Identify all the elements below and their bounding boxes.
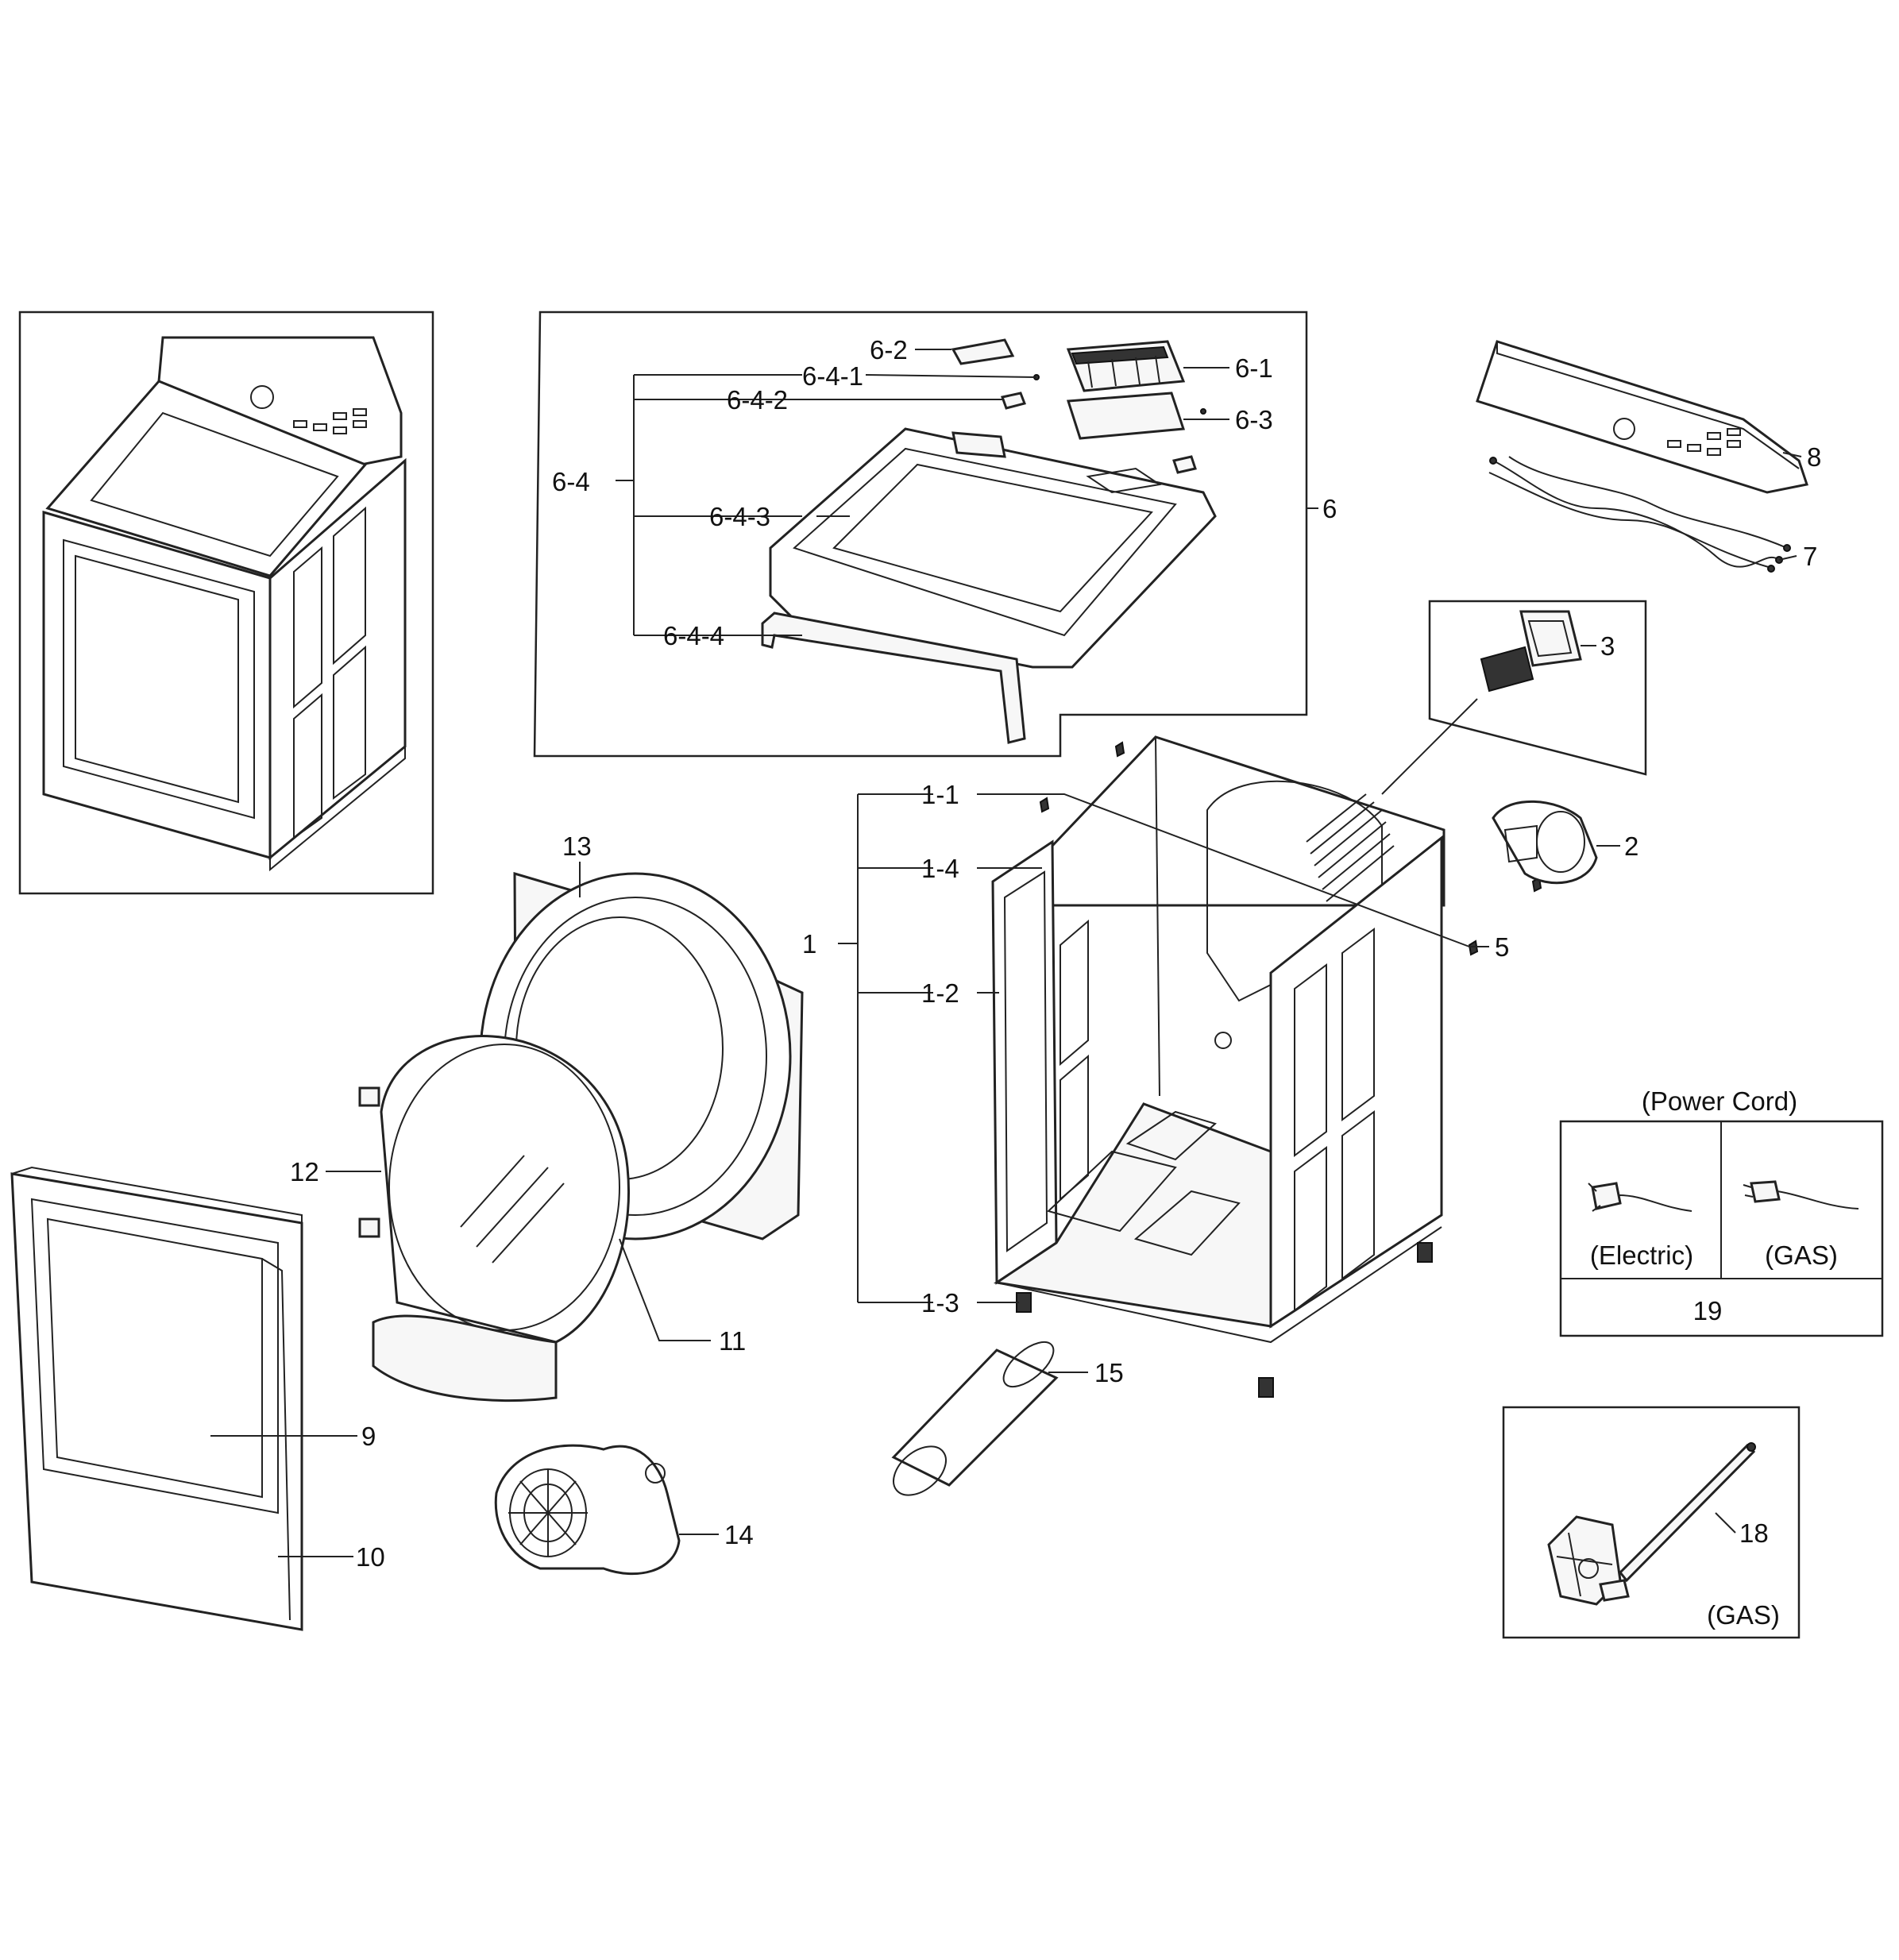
part-15-exhaust-duct <box>891 1341 1059 1496</box>
assembled-dryer-view <box>18 311 434 895</box>
part-8-control-panel <box>1476 340 1808 494</box>
part-6-4-2-hinge <box>1001 392 1027 410</box>
part-9-10-door <box>10 1166 303 1631</box>
part-18-gas-valve <box>1547 1442 1756 1606</box>
label-15: 15 <box>1094 1358 1124 1387</box>
label-10: 10 <box>356 1542 385 1572</box>
label-3: 3 <box>1600 631 1615 661</box>
label-12: 12 <box>290 1157 319 1186</box>
label-1-3: 1-3 <box>921 1288 959 1318</box>
callout-labels: 6-2 6-4-1 6-4-2 6-1 6-3 6-4 6-4-3 6 6-4-… <box>290 335 1838 1630</box>
power-cord-gas-label: (GAS) <box>1765 1240 1838 1270</box>
label-1: 1 <box>802 929 816 959</box>
part-12-front-bulkhead <box>358 1034 631 1402</box>
part-6-4-3-top-cover <box>769 427 1217 669</box>
top-cover-assembly-box <box>533 311 1308 758</box>
part-2-duct-cover <box>1492 800 1598 885</box>
label-6: 6 <box>1322 494 1337 523</box>
power-cord-title: (Power Cord) <box>1642 1086 1797 1116</box>
label-6-1: 6-1 <box>1235 353 1273 383</box>
label-13: 13 <box>562 831 592 861</box>
label-6-4-1: 6-4-1 <box>802 361 863 391</box>
part-1-cabinet <box>991 735 1542 1398</box>
part-6-2-bracket <box>951 338 1015 365</box>
part-7-wire-harness <box>1488 456 1791 573</box>
power-cord-box <box>1559 1120 1884 1337</box>
leader-lines <box>210 349 1802 1557</box>
label-14: 14 <box>724 1520 754 1549</box>
label-6-4-4: 6-4-4 <box>663 621 724 650</box>
gas-valve-box <box>1502 1406 1801 1639</box>
label-1-4: 1-4 <box>921 854 959 883</box>
label-1-1: 1-1 <box>921 780 959 809</box>
label-2: 2 <box>1624 831 1638 861</box>
label-1-2: 1-2 <box>921 978 959 1008</box>
label-8: 8 <box>1807 442 1821 472</box>
label-6-2: 6-2 <box>870 335 908 365</box>
part-6-1-filter-housing <box>1066 340 1186 392</box>
part-6-3-filter-cover <box>1066 392 1186 440</box>
label-7: 7 <box>1803 542 1817 571</box>
label-6-4-3: 6-4-3 <box>709 502 770 531</box>
label-11: 11 <box>719 1326 746 1356</box>
gas-valve-note: (GAS) <box>1707 1600 1780 1630</box>
label-18: 18 <box>1739 1518 1769 1548</box>
part-1-3-leveling-feet <box>1016 1242 1433 1398</box>
part-14-blower-housing <box>494 1444 681 1575</box>
power-cord-electric-label: (Electric) <box>1590 1240 1693 1270</box>
label-19: 19 <box>1693 1296 1723 1325</box>
electric-cord-icon <box>1588 1182 1693 1212</box>
part-3-lint-filter-box <box>1428 600 1647 776</box>
label-9: 9 <box>361 1422 376 1451</box>
gas-cord-icon <box>1743 1180 1859 1210</box>
label-6-4: 6-4 <box>552 467 590 496</box>
label-6-3: 6-3 <box>1235 405 1273 434</box>
part-6-4-4-rod <box>761 612 1026 744</box>
label-5: 5 <box>1495 932 1509 962</box>
label-6-4-2: 6-4-2 <box>727 385 788 415</box>
